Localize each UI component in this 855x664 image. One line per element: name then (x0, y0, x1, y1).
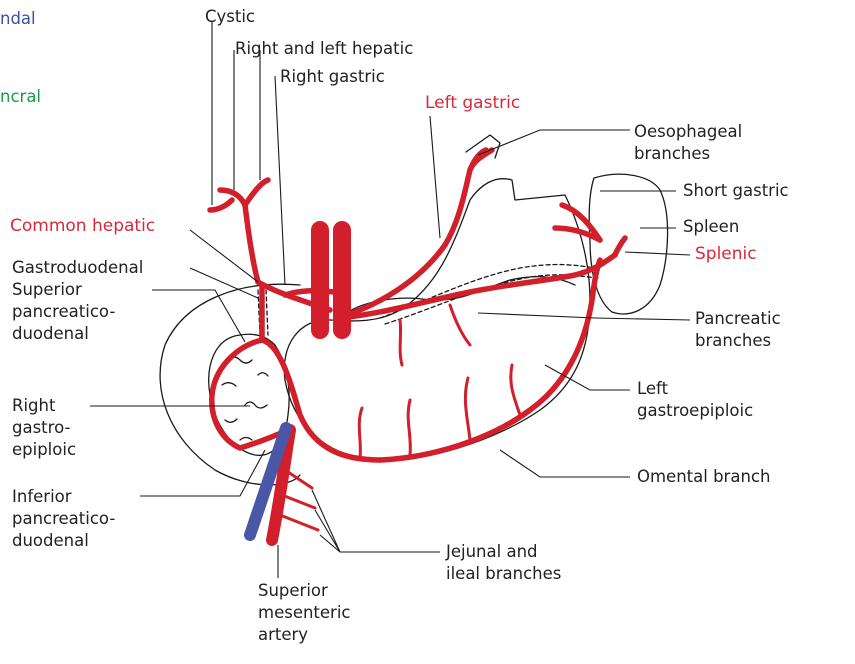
label-spleen: Spleen (683, 216, 739, 238)
label-pancreatic: Pancreatic branches (695, 308, 781, 352)
spleen-outline (589, 174, 667, 314)
label-fragment-second: ncral (0, 86, 41, 108)
right-left-hepatic (245, 180, 268, 205)
leader-splenic (625, 252, 690, 255)
label-oesophageal: Oesophageal branches (634, 121, 742, 165)
pancreas-texture (222, 357, 268, 440)
leader-oesophageal (478, 130, 630, 155)
label-inferior-pd: Inferior pancreatico- duodenal (12, 486, 115, 552)
label-cystic: Cystic (205, 6, 255, 28)
splenic-branches (615, 238, 625, 255)
leader-omental (500, 450, 630, 477)
label-gastroduodenal: Gastroduodenal (12, 257, 143, 279)
leader-right-gastric (275, 76, 285, 285)
omental-branch-4 (359, 408, 362, 458)
label-left-gastric: Left gastric (425, 92, 520, 114)
leader-hepatic (234, 50, 260, 190)
jejunal-branch-2 (282, 495, 315, 508)
superior-pd-arcade (212, 340, 262, 448)
leader-pancreatic (478, 313, 690, 320)
label-superior-pd: Superior pancreatico- duodenal (12, 279, 115, 345)
label-omental: Omental branch (637, 466, 770, 488)
label-short-gastric: Short gastric (683, 180, 789, 202)
jejunal-branch-1 (285, 470, 312, 488)
leader-left-gastric (430, 116, 440, 238)
stomach-outline (284, 179, 590, 460)
jejunal-branch-3 (280, 515, 318, 530)
label-sma: Superior mesenteric artery (258, 580, 351, 646)
cystic-branch (210, 200, 232, 210)
leader-jejunal (312, 490, 440, 552)
label-right-gastroepiploic: Right gastro- epiploic (12, 395, 76, 461)
omental-branch-3 (511, 365, 520, 415)
omental-branch-2 (465, 378, 470, 440)
label-fragment-top: ndal (0, 8, 36, 30)
label-right-left-hepatic: Right and left hepatic (235, 38, 413, 60)
leader-superior-pd (152, 290, 245, 342)
label-common-hepatic: Common hepatic (10, 215, 155, 237)
pancreatic-branch-2 (450, 305, 470, 345)
leader-inferior-pd (140, 450, 265, 496)
label-left-gastroepiploic: Left gastroepiploic (637, 378, 753, 422)
label-right-gastric: Right gastric (280, 66, 385, 88)
splenic-artery (342, 255, 615, 318)
pancreatic-branch-1 (400, 320, 402, 365)
label-jejunal: Jejunal and ileal branches (446, 541, 561, 585)
label-splenic: Splenic (695, 243, 757, 265)
omental-branch-1 (408, 400, 410, 455)
